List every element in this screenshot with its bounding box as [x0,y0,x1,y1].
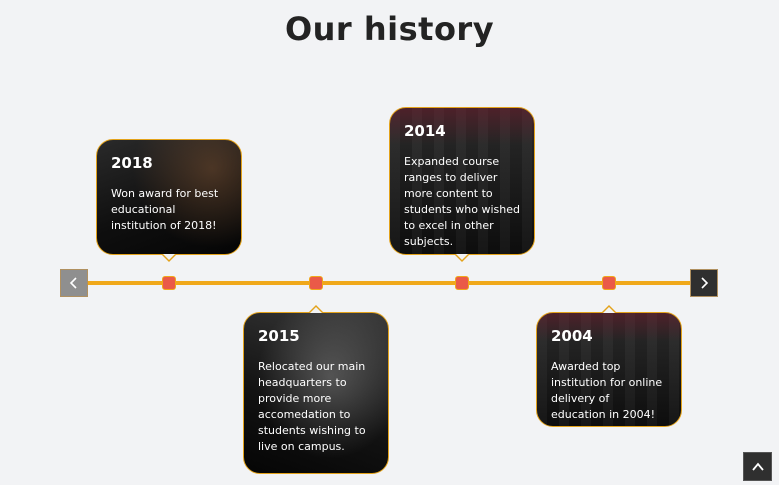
timeline-next-button[interactable] [690,269,718,297]
card-description: Expanded course ranges to deliver more c… [404,155,520,248]
card-year: 2015 [258,327,300,345]
card-pointer [602,305,616,313]
timeline-prev-button[interactable] [60,269,88,297]
card-description: Won award for best educational instituti… [111,187,219,232]
card-description: Awarded top institution for online deliv… [551,360,663,421]
card-year: 2018 [111,154,153,172]
chevron-right-icon [701,277,709,289]
timeline-dot-2014[interactable] [455,276,469,290]
timeline-card: 2015 Relocated our main headquarters to … [243,312,389,474]
chevron-up-icon [751,462,764,471]
card-pointer [455,254,469,262]
card-year: 2014 [404,122,446,140]
scroll-to-top-button[interactable] [743,452,772,481]
timeline-card: 2014 Expanded course ranges to deliver m… [389,107,535,255]
page-title: Our history [284,10,495,48]
timeline-dot-2015[interactable] [309,276,323,290]
timeline-dot-2018[interactable] [162,276,176,290]
timeline-card: 2004 Awarded top institution for online … [536,312,682,427]
timeline-dot-2004[interactable] [602,276,616,290]
card-description: Relocated our main headquarters to provi… [258,360,366,453]
card-pointer [309,305,323,313]
timeline-line [88,281,691,285]
card-pointer [162,254,176,262]
chevron-left-icon [69,277,77,289]
card-year: 2004 [551,327,593,345]
timeline-card: 2018 Won award for best educational inst… [96,139,242,255]
